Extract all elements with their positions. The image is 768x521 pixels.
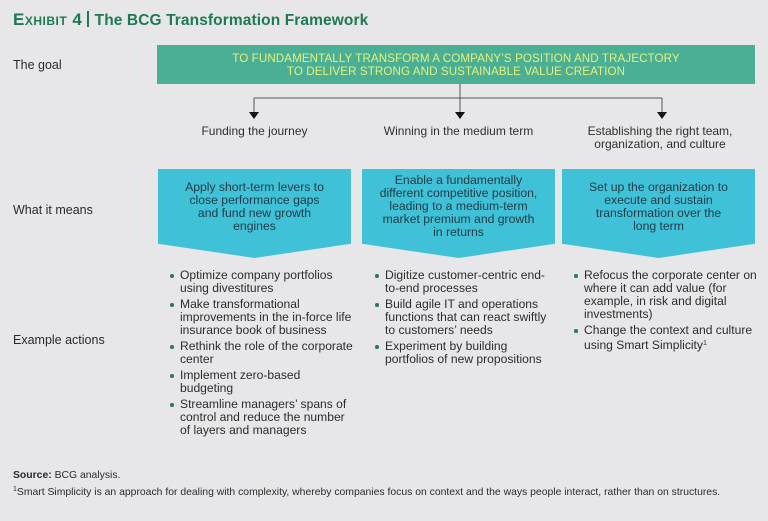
footnote-text: Smart Simplicity is an approach for deal…: [16, 487, 721, 498]
means-winning-text: Enable a fundamentally different competi…: [379, 173, 538, 239]
chevron-winning: [362, 169, 555, 258]
pillar-title-funding: Funding the journey: [201, 124, 308, 138]
action-item: Make transformational improvements in th…: [169, 298, 354, 337]
source-label: Source:: [13, 470, 52, 481]
footer-notes: Source: BCG analysis. 1Smart Simplicity …: [13, 469, 758, 500]
means-winning: Enable a fundamentally different competi…: [362, 169, 555, 244]
action-item: Change the context and culture using Sma…: [573, 324, 758, 352]
action-item: Experiment by building portfolios of new…: [374, 340, 559, 366]
goal-box: TO FUNDAMENTALLY TRANSFORM A COMPANY’S P…: [157, 45, 755, 84]
exhibit-number: Exhibit 4: [13, 10, 83, 29]
arrow-down-icon: [657, 112, 667, 119]
action-item: Optimize company portfolios using divest…: [169, 269, 354, 295]
title-divider: [87, 11, 89, 27]
footnote: 1Smart Simplicity is an approach for dea…: [13, 483, 758, 500]
action-item: Implement zero-based budgeting: [169, 369, 354, 395]
means-funding: Apply short-term levers to close perform…: [158, 169, 351, 244]
goal-line-2: TO DELIVER STRONG AND SUSTAINABLE VALUE …: [286, 64, 626, 78]
action-item: Digitize customer-centric end-to-end pro…: [374, 269, 559, 295]
row-label-goal: The goal: [13, 58, 62, 72]
actions-list-winning: Digitize customer-centric end-to-end pro…: [374, 269, 559, 369]
action-item-text: Change the context and culture using Sma…: [584, 323, 753, 352]
goal-connectors: [249, 84, 667, 119]
source-line: Source: BCG analysis.: [13, 469, 758, 483]
pillar-title-team: Establishing the right team, organizatio…: [587, 124, 733, 151]
exhibit-title-text: The BCG Transformation Framework: [94, 12, 369, 29]
row-label-example-actions: Example actions: [13, 333, 105, 347]
arrow-down-icon: [249, 112, 259, 119]
means-funding-text: Apply short-term levers to close perform…: [185, 179, 324, 233]
action-item: Rethink the role of the corporate center: [169, 340, 354, 366]
pillar-title-winning: Winning in the medium term: [383, 124, 534, 138]
footnote-marker: 1: [13, 486, 17, 493]
source-text: BCG analysis.: [51, 470, 121, 481]
action-item: Refocus the corporate center on where it…: [573, 269, 758, 321]
actions-list-team: Refocus the corporate center on where it…: [573, 269, 758, 355]
actions-list-funding: Optimize company portfolios using divest…: [169, 269, 354, 440]
chevron-funding: [158, 169, 351, 258]
footnote-marker: 1: [702, 340, 707, 347]
action-item: Build agile IT and operations functions …: [374, 298, 559, 337]
goal-line-1: TO FUNDAMENTALLY TRANSFORM A COMPANY’S P…: [232, 51, 680, 65]
means-team: Set up the organization to execute and s…: [562, 169, 755, 244]
means-team-text: Set up the organization to execute and s…: [589, 179, 728, 233]
arrow-down-icon: [455, 112, 465, 119]
action-item: Streamline managers’ spans of control an…: [169, 398, 354, 437]
exhibit-title: Exhibit 4 The BCG Transformation Framewor…: [13, 10, 368, 30]
row-label-what-it-means: What it means: [13, 203, 93, 217]
chevron-team: [562, 169, 755, 258]
